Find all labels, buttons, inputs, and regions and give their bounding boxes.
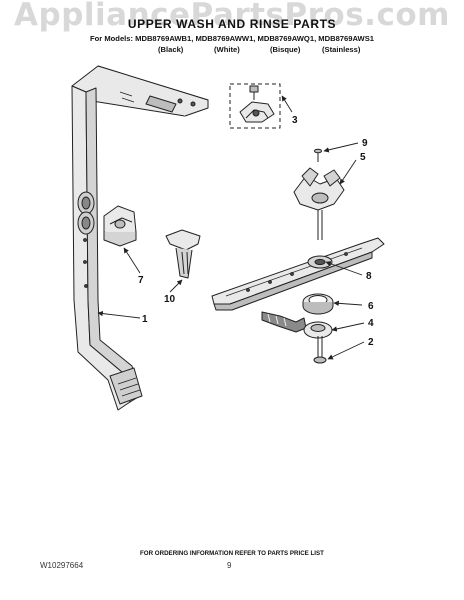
spray-arm-hub (261, 311, 333, 339)
upper-wash-tube (71, 65, 209, 411)
seal-ring (302, 293, 334, 315)
document-number: W10297664 (40, 561, 84, 570)
callout-10: 10 (164, 294, 176, 305)
spray-arm-bolt (313, 336, 327, 364)
page-title: UPPER WASH AND RINSE PARTS (127, 17, 337, 31)
callout-6: 6 (368, 301, 374, 312)
callout-7: 7 (138, 275, 144, 286)
callout-numbers: 1 2 3 4 5 6 7 8 9 10 (138, 115, 374, 348)
callout-4: 4 (368, 318, 374, 329)
spray-arm-support (165, 229, 201, 279)
spray-arm-manifold (293, 167, 345, 240)
upper-spray-arm (211, 237, 385, 311)
callout-3: 3 (292, 115, 298, 126)
callout-2: 2 (368, 337, 374, 348)
finish-black: (Black) (158, 45, 184, 54)
callout-5: 5 (360, 152, 366, 163)
model-list: For Models: MDB8769AWB1, MDB8769AWW1, MD… (90, 34, 374, 43)
callout-8: 8 (366, 271, 372, 282)
finish-white: (White) (214, 45, 240, 54)
leader-lines (97, 95, 365, 360)
finish-bisque: (Bisque) (270, 45, 301, 54)
ordering-note: FOR ORDERING INFORMATION REFER TO PARTS … (140, 550, 324, 557)
spray-nozzle (229, 83, 281, 129)
finish-stainless: (Stainless) (322, 45, 361, 54)
tube-bracket (103, 205, 137, 247)
watermark: AppliancePartsPros.com (14, 0, 450, 33)
callout-9: 9 (362, 138, 368, 149)
page-number: 9 (227, 561, 232, 570)
callout-1: 1 (142, 314, 148, 325)
screw (314, 148, 322, 162)
